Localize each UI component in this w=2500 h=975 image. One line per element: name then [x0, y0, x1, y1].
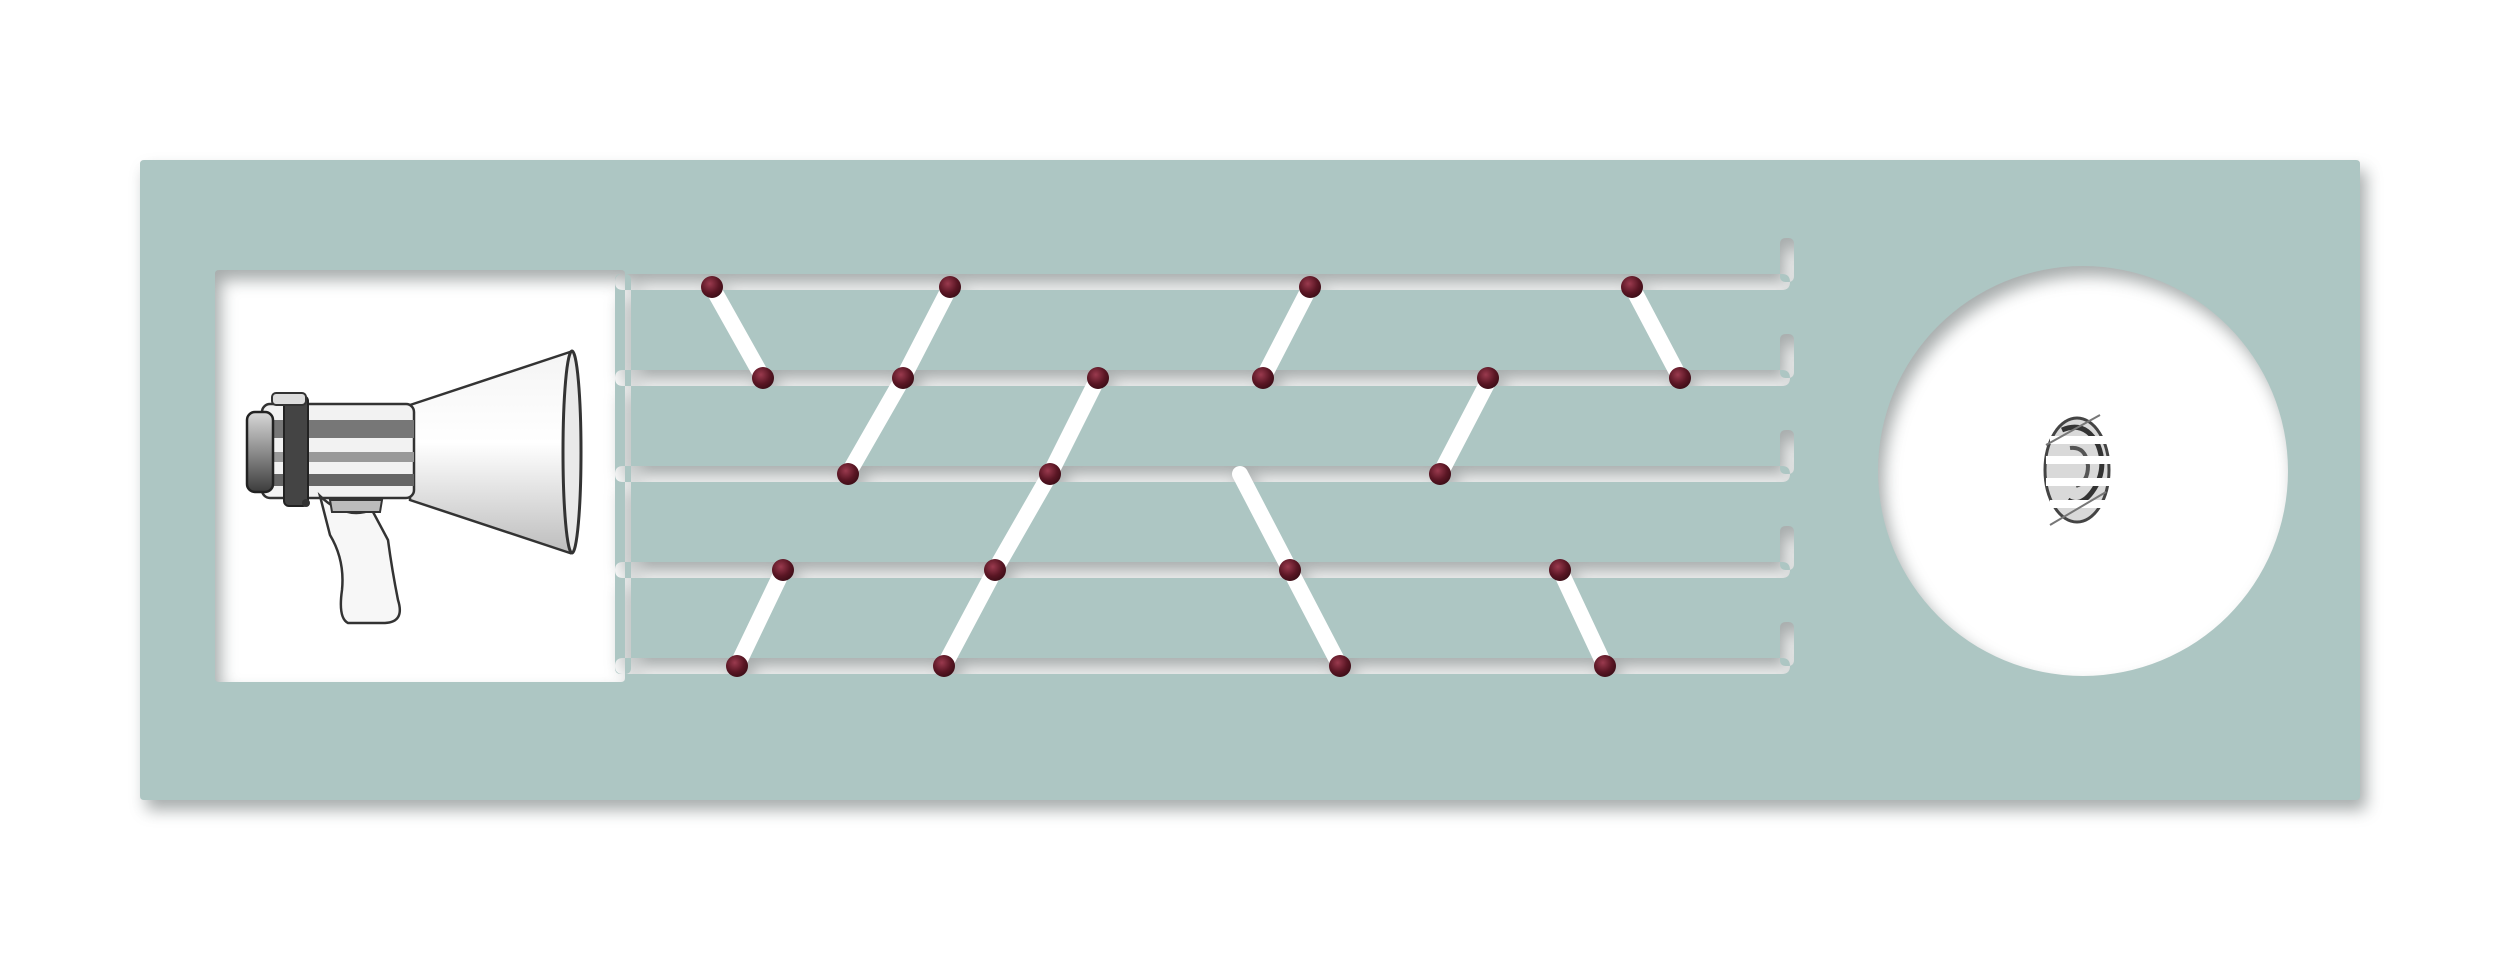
- maze-peg[interactable]: [1087, 367, 1109, 389]
- maze-peg[interactable]: [1279, 559, 1301, 581]
- maze-connector: [1624, 279, 1688, 386]
- maze-connector: [1255, 279, 1318, 386]
- maze-peg[interactable]: [726, 655, 748, 677]
- maze-connector: [1432, 370, 1498, 482]
- maze-peg[interactable]: [837, 463, 859, 485]
- maze-peg[interactable]: [1621, 276, 1643, 298]
- maze-peg[interactable]: [772, 559, 794, 581]
- maze-connector: [704, 279, 771, 386]
- maze-connector: [1042, 370, 1106, 482]
- maze-peg[interactable]: [1329, 655, 1351, 677]
- maze-connector: [987, 466, 1058, 578]
- maze-peg[interactable]: [984, 559, 1006, 581]
- maze-connector: [895, 279, 958, 386]
- maze-peg[interactable]: [1252, 367, 1274, 389]
- maze-connector: [1552, 562, 1613, 674]
- maze-peg[interactable]: [1669, 367, 1691, 389]
- peg-group: [701, 276, 1691, 677]
- maze-peg[interactable]: [1039, 463, 1061, 485]
- maze-peg[interactable]: [892, 367, 914, 389]
- board-panel: [140, 160, 2360, 800]
- megaphone-icon: [245, 349, 583, 625]
- maze-connector: [1282, 562, 1348, 674]
- maze-connector: [729, 562, 791, 674]
- maze-peg[interactable]: [1594, 655, 1616, 677]
- maze-peg[interactable]: [939, 276, 961, 298]
- maze-peg[interactable]: [1477, 367, 1499, 389]
- maze-peg[interactable]: [1549, 559, 1571, 581]
- ear-icon: [2043, 414, 2112, 526]
- maze-peg[interactable]: [1429, 463, 1451, 485]
- board-surface: [140, 160, 2360, 800]
- maze-peg[interactable]: [1299, 276, 1321, 298]
- maze-connector: [840, 370, 911, 482]
- maze-peg[interactable]: [933, 655, 955, 677]
- maze-connector: [936, 562, 1003, 674]
- maze-connector: [1232, 466, 1298, 578]
- maze-peg[interactable]: [701, 276, 723, 298]
- maze-peg[interactable]: [752, 367, 774, 389]
